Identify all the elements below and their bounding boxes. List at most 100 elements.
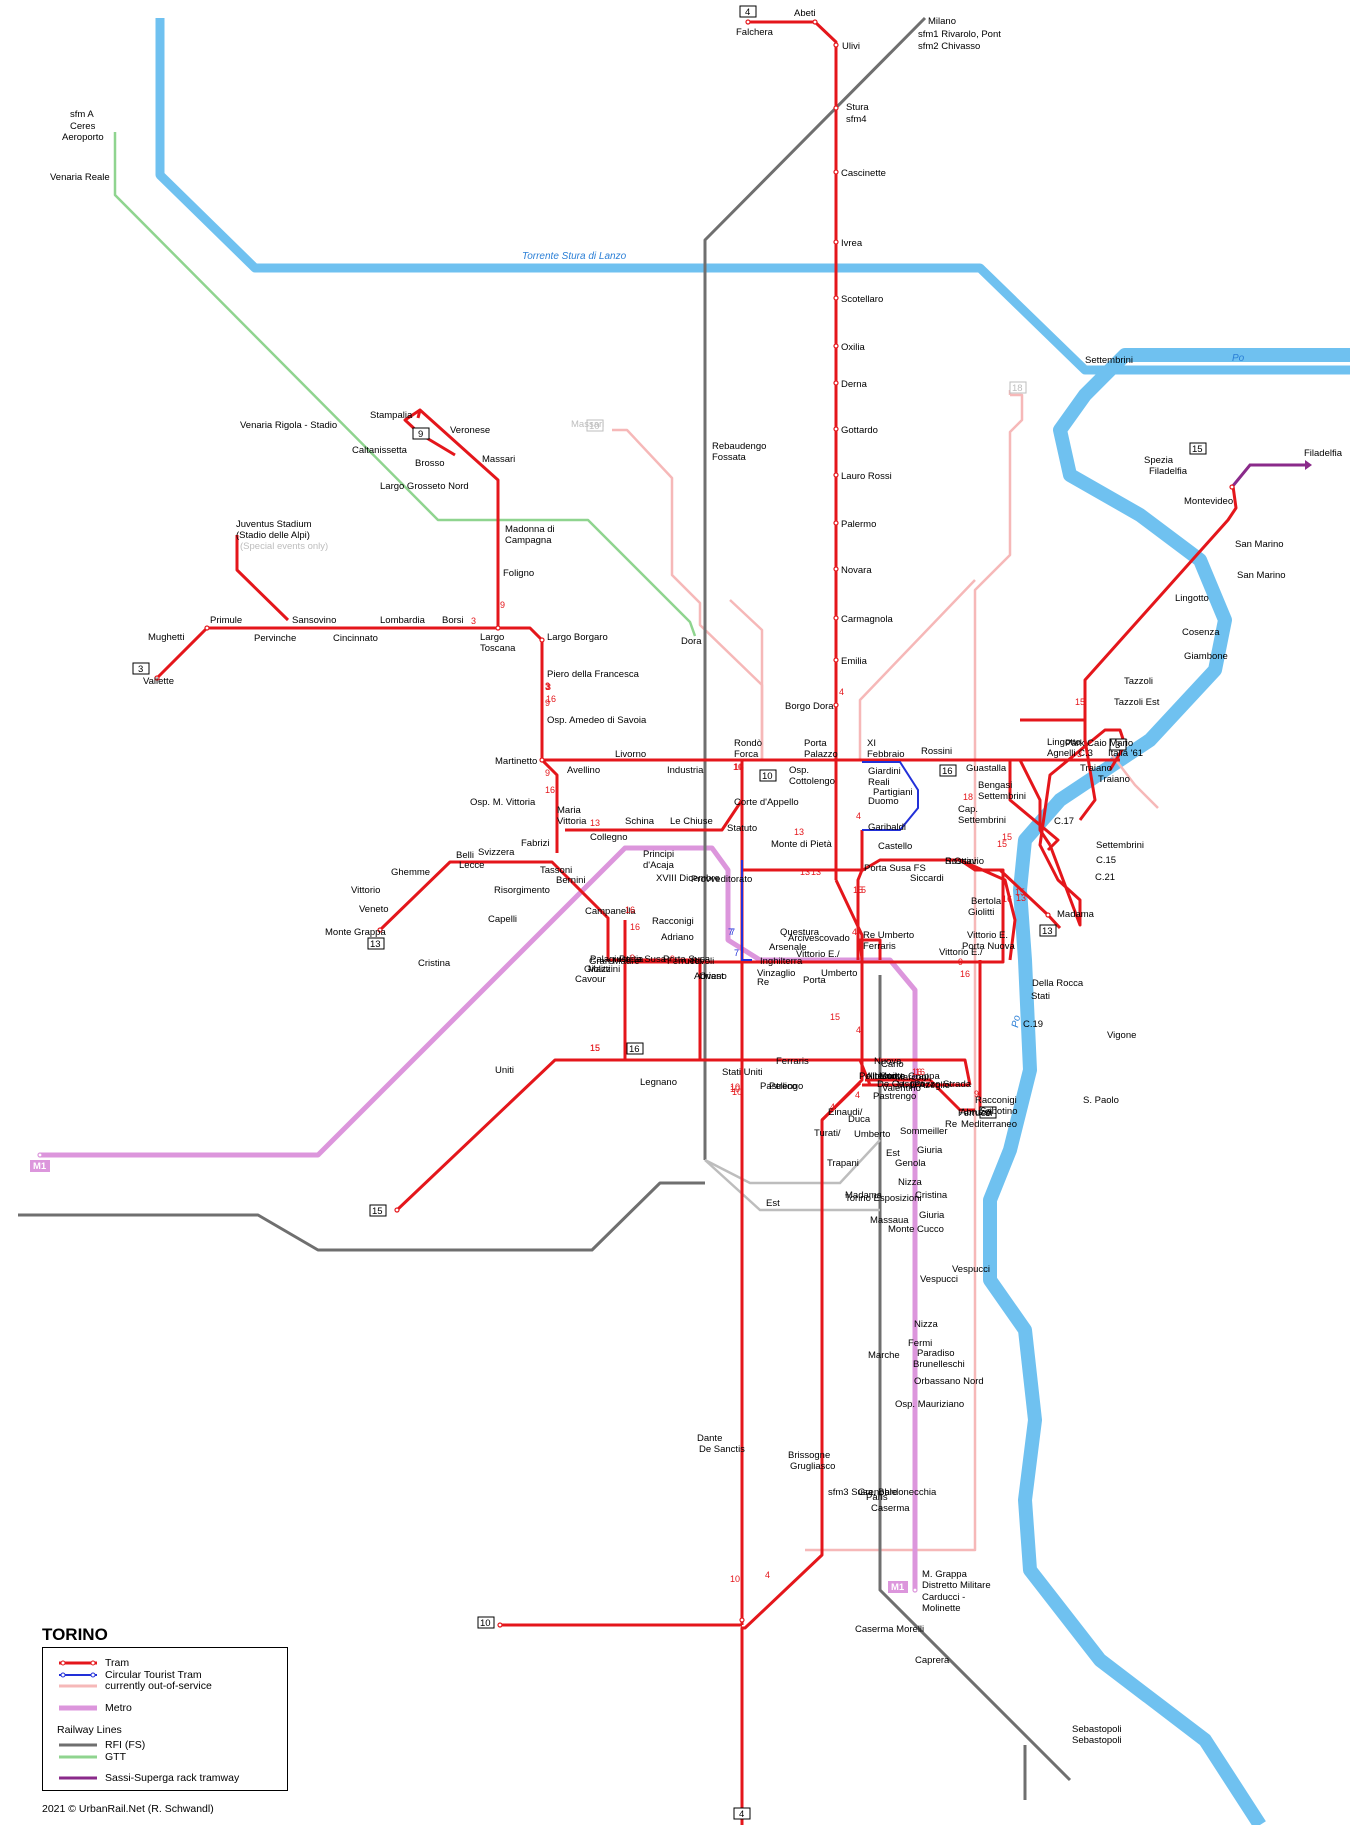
route-number: 13 [811, 867, 821, 877]
arrow-icon [1305, 460, 1312, 470]
tram-line-4-vespucci [820, 1081, 862, 1122]
station-label: Cristina [915, 1190, 948, 1201]
station-label: Park Caio Mario [1065, 738, 1133, 749]
station-label: Vespucci [952, 1264, 990, 1275]
station-label: Veronese [450, 425, 490, 436]
station-martinetto [539, 757, 545, 763]
station-label: Madama [1057, 909, 1095, 920]
tram-line-13 [378, 860, 742, 1062]
station-label: sfm2 Chivasso [918, 41, 980, 52]
metro-stations [37, 1152, 918, 1593]
station-label: Fermi [908, 1338, 932, 1349]
station-label: Venaria Reale [50, 172, 110, 183]
route-number: 15 [590, 1043, 600, 1053]
oos-line-18 [805, 393, 1024, 1552]
station-label: Borgo Dora [785, 701, 834, 712]
route-number: 13 [794, 827, 804, 837]
station-label: Duca [848, 1114, 871, 1125]
route-number: 4 [856, 1025, 861, 1035]
station-label: Traiano [1098, 774, 1130, 785]
station-label: Cavour [575, 974, 606, 985]
route-number: 16 [545, 785, 555, 795]
tram-corridor-760-east [955, 758, 1060, 852]
station-label: Stampalia [370, 410, 413, 421]
oos-line-to-18-tail [858, 579, 976, 760]
river-label-po-south: Po [1010, 1014, 1023, 1028]
river-po [983, 348, 1350, 1825]
station-label: Carmagnola [841, 614, 893, 625]
station-label: Largo Borgaro [547, 632, 608, 643]
station-label: Trapani [827, 1158, 859, 1169]
metro-badges: M1 M1 [30, 1160, 908, 1593]
tram-line-7-loop-portanuova [858, 938, 882, 961]
station-label: Svizzera [478, 847, 515, 858]
station-largo-toscana [495, 625, 501, 631]
station-label: Sabotino [980, 1106, 1018, 1117]
station-label: Ferrucci [958, 1108, 992, 1119]
route-number: 9 [670, 954, 675, 964]
station-label: Inghilterra [760, 956, 803, 967]
route-number: 9 [545, 768, 550, 778]
station-label: Stati [1031, 991, 1050, 1002]
station-label: Settembrini [1096, 840, 1144, 851]
route-number: 16 [546, 694, 556, 704]
station-label: Vespucci [920, 1274, 958, 1285]
route-number: 15 [1075, 697, 1085, 707]
station-label: Politecnico [859, 1071, 905, 1082]
route-number: 10 [733, 762, 743, 772]
station-label: Porta Susa [619, 954, 667, 965]
station-label: Sebastopoli [1072, 1735, 1122, 1746]
station-label: Umberto [821, 968, 857, 979]
metro-m1 [40, 845, 918, 1590]
station-label: Foligno [503, 568, 534, 579]
station-campanella [377, 927, 383, 933]
badge-16-east: 16 [939, 764, 957, 777]
station-label: Tazzoli [1124, 676, 1153, 687]
station-label: Carducci - [922, 1592, 965, 1603]
route-number: 7 [728, 927, 733, 937]
station-label: Legnano [640, 1077, 677, 1088]
station-label: Borsi [442, 615, 464, 626]
rfi-light-lines [704, 1139, 881, 1212]
station-label: Juventus Stadium [236, 519, 312, 530]
station-abeti [812, 19, 818, 25]
station-label: Madama [845, 1190, 883, 1201]
oos-line-612-760 [729, 599, 764, 760]
station-label: Brissogne [788, 1450, 830, 1461]
station-label: Osp. M. Vittoria [470, 797, 536, 808]
station-label: Porta Susa [663, 954, 711, 965]
route-number: 15 [853, 885, 863, 895]
badge-m1-west: M1 [30, 1160, 50, 1172]
station-label: Bengasi [978, 780, 1012, 791]
route-number: 10 [730, 1084, 740, 1094]
station-label: Rivoli [691, 956, 714, 967]
badge-16-west: 16 [626, 1042, 644, 1055]
station-label: Aeroporto [62, 132, 104, 143]
svg-text:10: 10 [480, 1618, 491, 1629]
station-label: Palagiustizia [590, 954, 644, 965]
station-label: Re Umberto [863, 930, 914, 941]
route-number: 3 [546, 682, 551, 692]
station-label: C.21 [1095, 872, 1115, 883]
station-label: S.Ottavio [945, 856, 984, 867]
svg-text:9: 9 [418, 429, 423, 440]
tram-line-9-south [865, 1078, 975, 1112]
station-label: Porta Susa FS [864, 863, 926, 874]
station-oxilia [833, 343, 839, 349]
tram-lines [155, 20, 1238, 1825]
station-label: Ferraris [863, 941, 896, 952]
station-label: Piero della Francesca [547, 669, 640, 680]
svg-text:10: 10 [589, 421, 600, 432]
station-cascinette [833, 169, 839, 175]
badge-9: 9 [412, 427, 430, 440]
svg-text:M1: M1 [33, 1161, 47, 1172]
station-label: Derna [841, 379, 868, 390]
station-label: Sebastopoli [1072, 1724, 1122, 1735]
station-label: Cosenza [1182, 627, 1220, 638]
station-label: Rondò [734, 738, 762, 749]
station-label: Lingotto [1175, 593, 1209, 604]
station-label: Monte Grappa [879, 1071, 940, 1082]
station-label: De Sanctis [699, 1444, 745, 1455]
station-label: Abruzzi [960, 1107, 992, 1118]
station-label: Largo [480, 632, 504, 643]
